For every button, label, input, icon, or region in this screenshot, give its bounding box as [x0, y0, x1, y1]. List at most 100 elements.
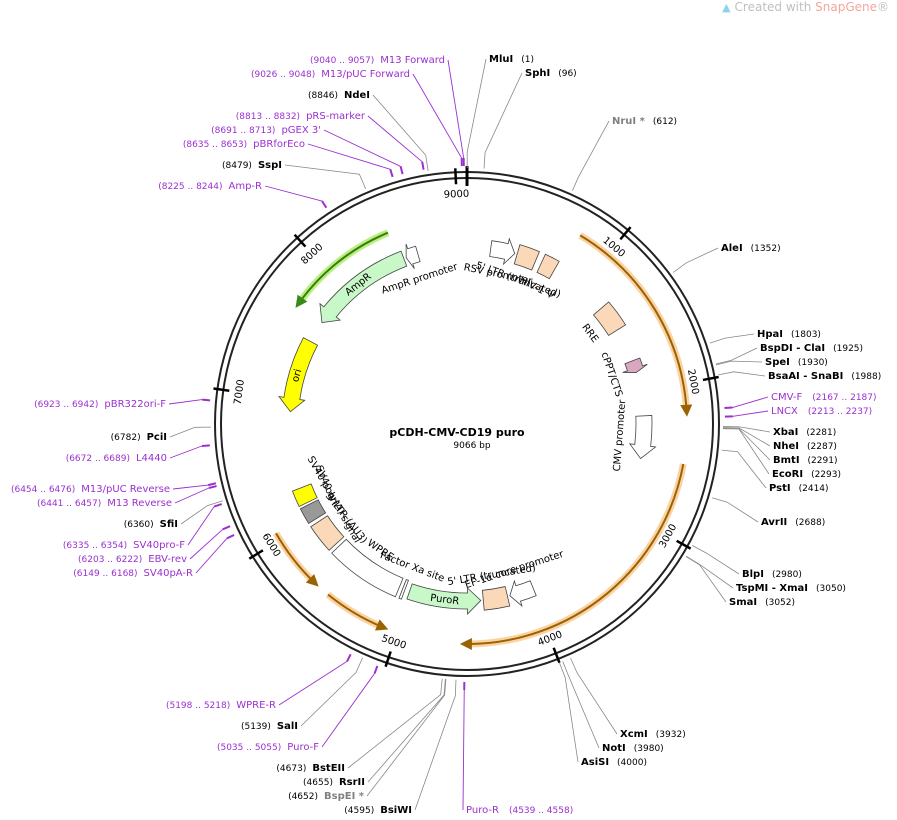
site-mlui[interactable]: MluI(1)	[489, 54, 534, 65]
tick-mark-2000	[702, 375, 719, 382]
site-psti[interactable]: PstI(2414)	[769, 483, 829, 494]
site-bsaai-snabi[interactable]: BsaAI - SnaBI(1988)	[768, 371, 881, 382]
site-nhei[interactable]: NheI(2287)	[773, 441, 837, 452]
green-arc	[295, 231, 389, 308]
site-name: BspEI *	[324, 791, 365, 802]
primer-m13-puc-reverse[interactable]: M13/pUC Reverse(6454 .. 6476)	[11, 484, 170, 495]
primer-pbrforeco[interactable]: pBRforEco(8635 .. 8653)	[183, 139, 305, 150]
site-sphi[interactable]: SphI(96)	[525, 68, 577, 79]
primer-m13-reverse[interactable]: M13 Reverse(6441 .. 6457)	[37, 498, 172, 509]
site-bsiwi[interactable]: BsiWI(4595)	[344, 805, 412, 816]
site-bmti[interactable]: BmtI(2291)	[773, 455, 837, 466]
leader-ndei	[372, 94, 429, 172]
primer-name: pBRforEco	[253, 139, 305, 150]
site-hpai[interactable]: HpaI(1803)	[757, 329, 821, 340]
site-sfii[interactable]: SfiI(6360)	[124, 519, 178, 530]
feature-puror[interactable]: PuroR	[406, 583, 482, 615]
site-bsteii[interactable]: BstEII(4673)	[276, 763, 345, 774]
tick-mark-3000	[676, 539, 692, 550]
primer-m13-puc-forward[interactable]: M13/pUC Forward(9026 .. 9048)	[251, 69, 410, 80]
site-name: BspDI - ClaI	[760, 343, 825, 354]
site-sali[interactable]: SalI (5139)	[241, 721, 298, 732]
site-name: HpaI	[757, 329, 783, 340]
primer-sv40pa-r[interactable]: SV40pA-R(6149 .. 6168)	[73, 568, 193, 579]
tick-label-5000: 5000	[380, 633, 408, 652]
site-ecori[interactable]: EcoRI(2293)	[772, 469, 841, 480]
site-name: SalI	[277, 721, 298, 732]
primer-puro-f[interactable]: Puro-F (5035 .. 5055)	[217, 742, 319, 753]
plasmid-size: 9066 bp	[453, 441, 490, 451]
site-position: (3052)	[765, 598, 795, 608]
site-spei[interactable]: SpeI(1930)	[765, 357, 828, 368]
feature-cmv-promoter[interactable]: CMV promoter	[612, 398, 657, 472]
primer-amp-r[interactable]: Amp-R(8225 .. 8244)	[158, 181, 262, 192]
feature-wpre[interactable]: WPRE	[331, 538, 404, 598]
tick-label-7000: 7000	[233, 379, 247, 406]
feature-rre[interactable]: RRE	[579, 301, 627, 345]
primer-name: pRS-marker	[306, 111, 366, 122]
primer-prs-marker[interactable]: pRS-marker(8813 .. 8832)	[236, 111, 366, 122]
primer-sv40pro-f[interactable]: SV40pro-F(6335 .. 6354)	[63, 540, 185, 551]
site-name: EcoRI	[772, 469, 803, 480]
primer-lncx[interactable]: LNCX(2213 .. 2237)	[771, 406, 872, 417]
primer-cmv-f[interactable]: CMV-F(2167 .. 2187)	[771, 392, 877, 403]
leader-ecori	[722, 428, 770, 475]
primer-m13-forward[interactable]: M13 Forward(9040 .. 9057)	[310, 55, 445, 66]
site-tspmi-xmai[interactable]: TspMI - XmaI(3050)	[736, 583, 846, 594]
site-sspi[interactable]: SspI(8479)	[222, 160, 282, 171]
feature-cppt-cts[interactable]: cPPT/CTS	[599, 351, 648, 399]
primer-leader-puro-f	[321, 673, 375, 748]
site-position: (8479)	[222, 161, 252, 171]
primer-range: (4539 .. 4558)	[509, 806, 573, 816]
primer-l4440[interactable]: L4440(6672 .. 6689)	[66, 453, 167, 464]
tick-mark-4000	[552, 647, 561, 664]
site-asisi[interactable]: AsiSI(4000)	[581, 757, 647, 768]
leader-blpi	[692, 545, 740, 575]
site-xcmi[interactable]: XcmI(3932)	[620, 729, 686, 740]
primer-leader-m13-forward	[447, 59, 465, 159]
primer-name: Puro-R	[466, 805, 499, 816]
site-bspdi-clai[interactable]: BspDI - ClaI(1925)	[760, 343, 863, 354]
primer-ebv-rev[interactable]: EBV-rev(6203 .. 6222)	[78, 554, 187, 565]
primer-mark-m13-puc-reverse	[207, 482, 217, 487]
site-position: (3050)	[816, 584, 846, 594]
site-position: (1988)	[851, 372, 881, 382]
primer-range: (2167 .. 2187)	[812, 393, 876, 403]
site-position: (2414)	[799, 484, 829, 494]
primer-leader-wpre-r	[278, 661, 348, 706]
site-position: (2688)	[795, 518, 825, 528]
leader-bsaai-snabi	[718, 371, 766, 377]
primer-name: Puro-F	[287, 742, 319, 753]
primer-range: (6672 .. 6689)	[66, 454, 130, 464]
primer-name: pGEX 3'	[281, 125, 321, 136]
site-ndei[interactable]: NdeI(8846)	[308, 90, 370, 101]
primer-range: (5035 .. 5055)	[217, 743, 281, 753]
site-alei[interactable]: AleI(1352)	[721, 243, 781, 254]
primer-range: (6335 .. 6354)	[63, 541, 127, 551]
feature-ori[interactable]: ori	[278, 337, 319, 413]
site-position: (5139)	[241, 722, 271, 732]
primer-range: (9040 .. 9057)	[310, 56, 374, 66]
primer-leader-m13-puc-forward	[412, 73, 463, 159]
site-position: (2980)	[772, 570, 802, 580]
primer-pbr322ori-f[interactable]: pBR322ori-F(6923 .. 6942)	[34, 399, 166, 410]
primer-pgex-3[interactable]: pGEX 3'(8691 .. 8713)	[211, 125, 321, 136]
primer-leader-amp-r	[264, 185, 323, 202]
site-rsrii[interactable]: RsrII(4655)	[303, 777, 365, 788]
site-smai[interactable]: SmaI(3052)	[729, 597, 795, 608]
primer-wpre-r[interactable]: WPRE-R(5198 .. 5218)	[166, 700, 276, 711]
site-blpi[interactable]: BlpI(2980)	[742, 569, 802, 580]
site-nrui[interactable]: NruI *(612)	[612, 116, 677, 127]
primer-puro-r[interactable]: Puro-R (4539 .. 4558)	[466, 805, 573, 816]
site-bspei[interactable]: BspEI *(4652)	[288, 791, 365, 802]
site-avrii[interactable]: AvrII(2688)	[761, 517, 825, 528]
site-noti[interactable]: NotI(3980)	[602, 743, 664, 754]
primer-name: M13/pUC Forward	[321, 69, 410, 80]
site-xbai[interactable]: XbaI(2281)	[773, 427, 836, 438]
feature-label-hiv-1: HIV-1 Ψ	[517, 275, 556, 302]
primer-mark-sv40pa-r	[226, 534, 235, 540]
primer-leader-sv40pa-r	[195, 538, 228, 574]
site-pcii[interactable]: PciI(6782)	[111, 432, 167, 443]
site-name: XcmI	[620, 729, 648, 740]
